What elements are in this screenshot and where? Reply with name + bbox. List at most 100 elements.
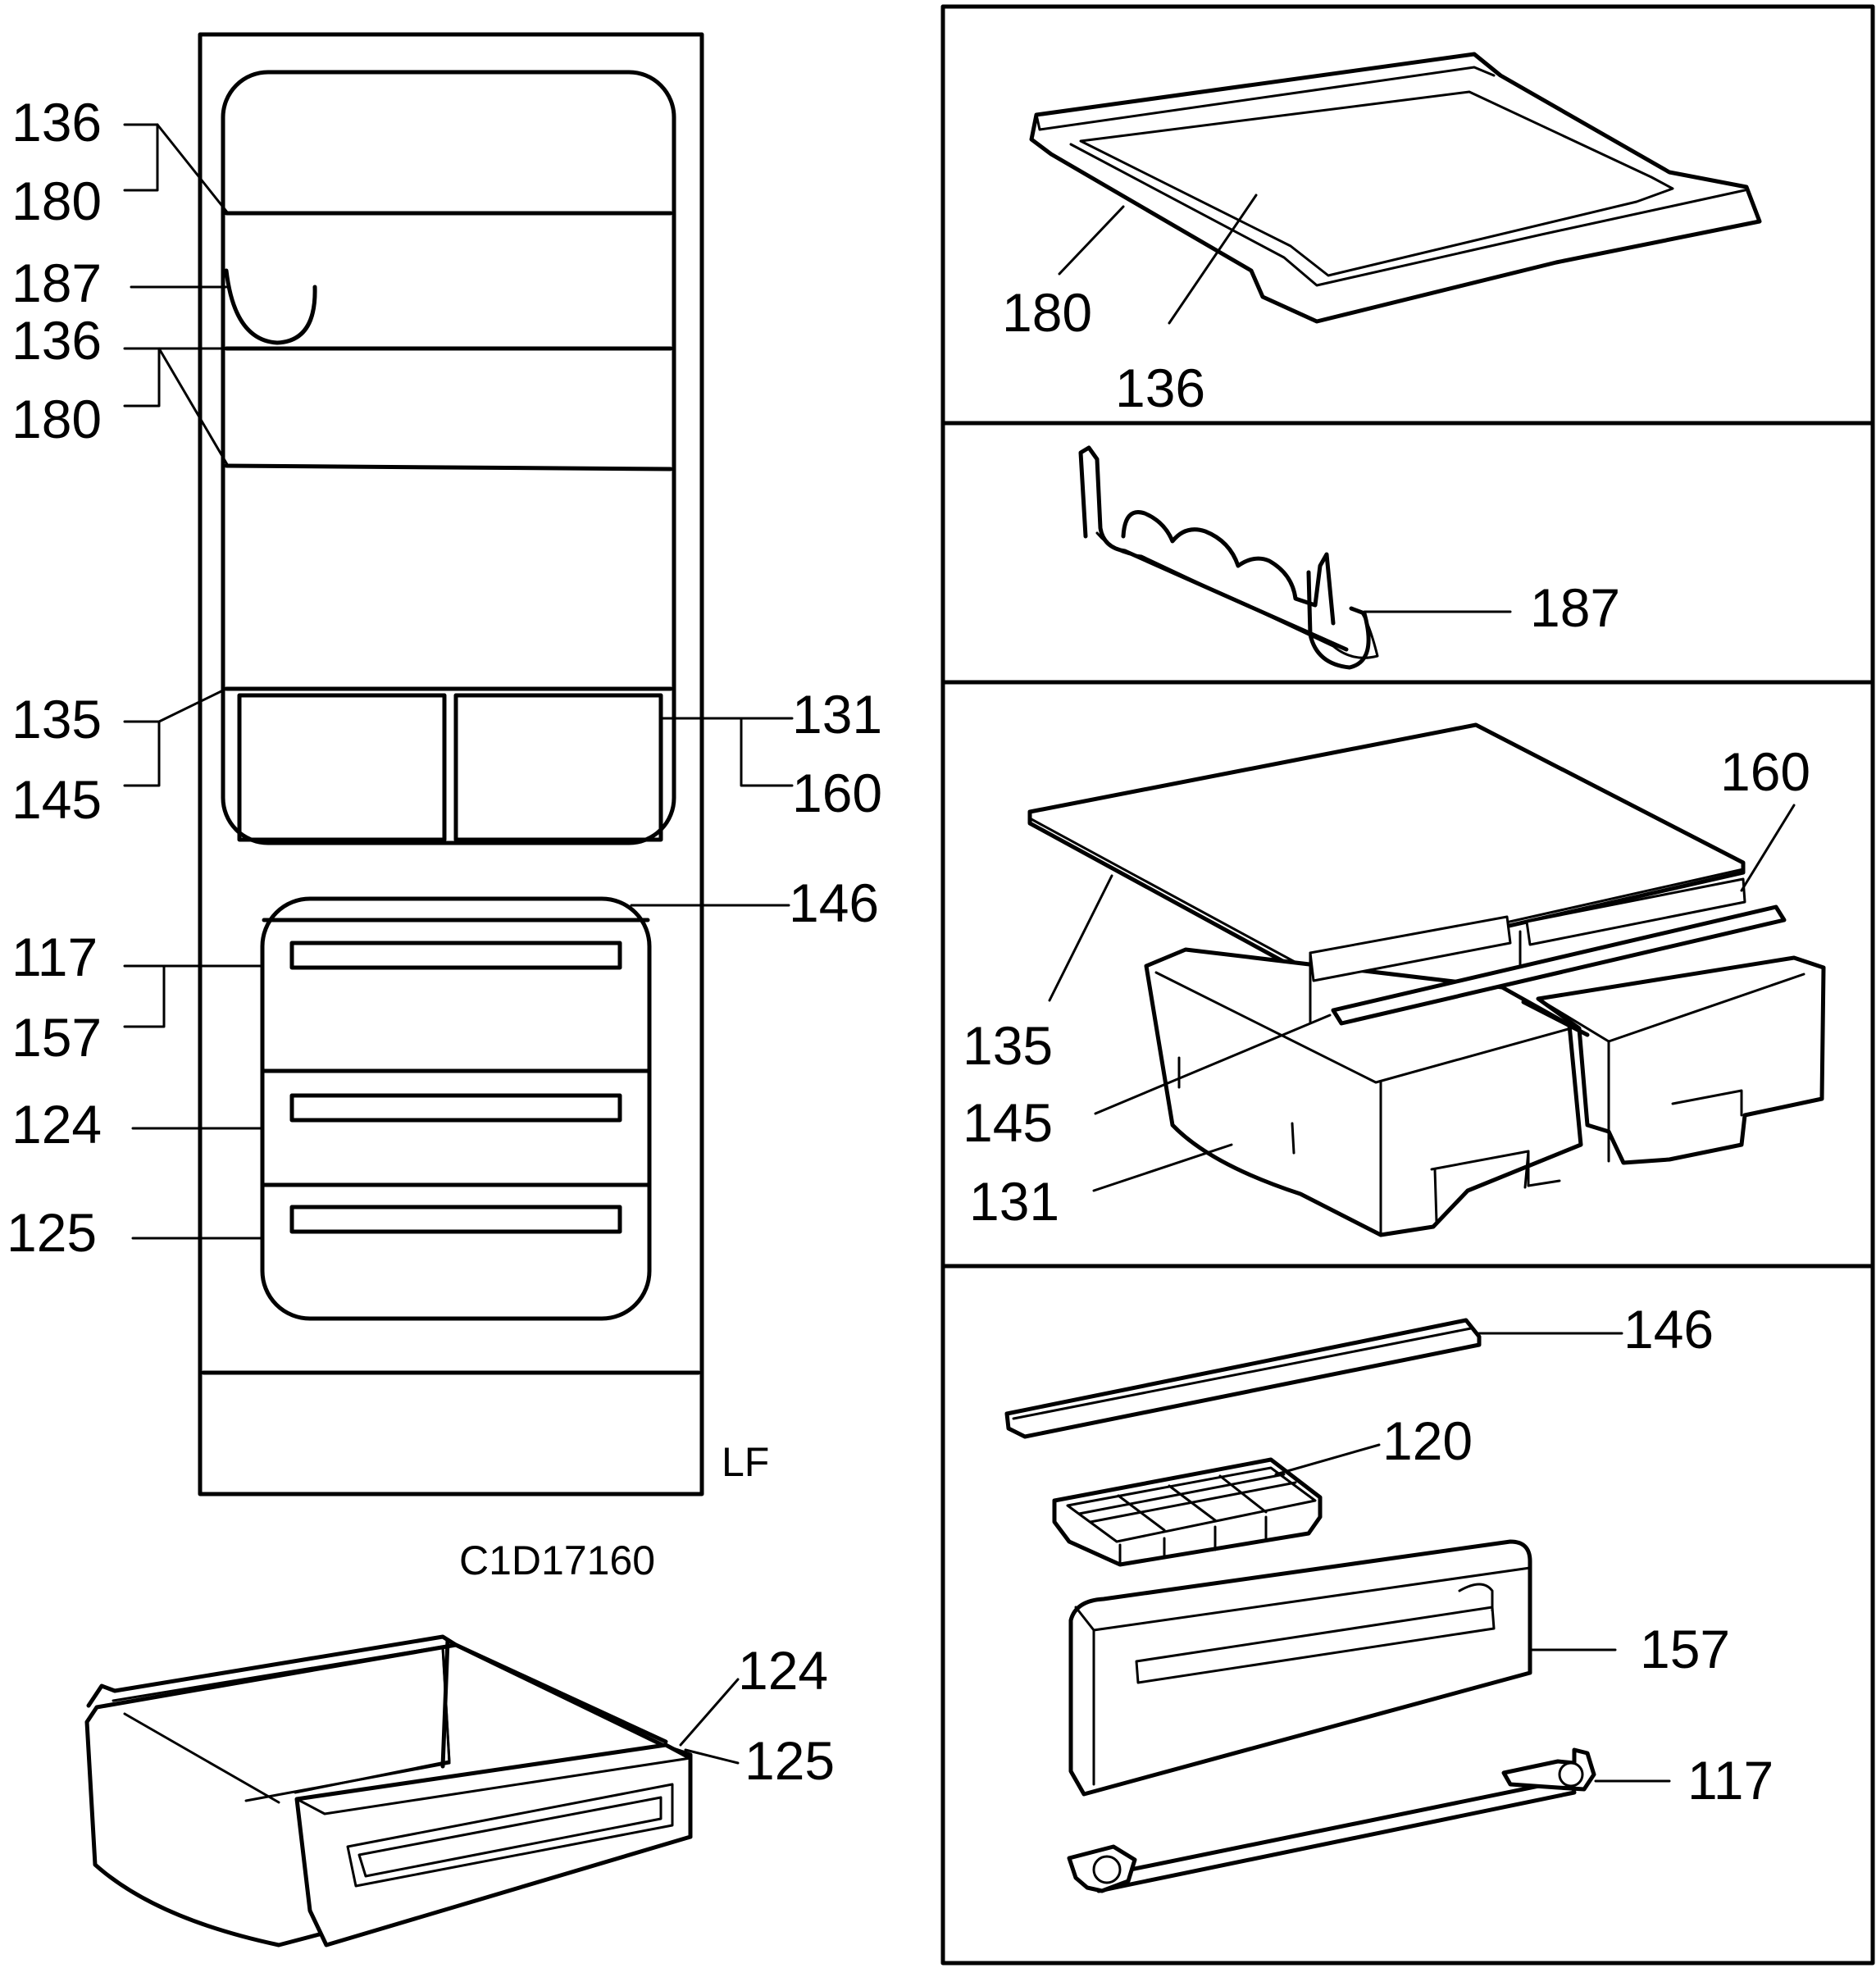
runner-117 (1088, 1777, 1577, 1893)
diagram-code: C1D17160 (459, 1538, 655, 1583)
label-160: 160 (1720, 741, 1810, 802)
panel-bottle-rack: 187 (1078, 445, 1620, 670)
label-146: 146 (789, 872, 879, 933)
cover-edge (1028, 817, 1307, 969)
fresh-food-compartment (221, 70, 676, 845)
trim-strip-edge (1012, 1327, 1473, 1420)
drawer-front-top (1074, 1566, 1532, 1786)
label-180: 180 (1002, 282, 1092, 343)
label-117: 117 (11, 927, 98, 987)
label-120: 120 (1382, 1410, 1473, 1471)
bottle-rack-wave (1121, 510, 1336, 626)
fridge-cabinet (198, 32, 704, 1496)
crisper-drawer-left (237, 693, 447, 842)
label-136: 136 (11, 310, 102, 371)
drawer-rim (86, 1634, 668, 1744)
crisper-drawer-left-notch (1379, 1081, 1561, 1237)
crisper-divider (1309, 915, 1512, 982)
label-124: 124 (11, 1094, 102, 1155)
crisper-shadow (1521, 1000, 1590, 1037)
label-145: 145 (963, 1092, 1053, 1153)
bottle-rack-wire (1078, 445, 1349, 652)
ice-tray-cells (1077, 1473, 1297, 1532)
model-code: LF (722, 1439, 769, 1485)
leader-line (156, 123, 230, 215)
ice-tray-grid (1066, 1466, 1317, 1543)
leader-line (1740, 804, 1796, 892)
leader-line (1058, 205, 1125, 276)
label-157: 157 (1640, 1619, 1730, 1679)
parts-panels (940, 4, 1875, 1966)
label-160: 160 (792, 763, 882, 823)
leader-line (123, 123, 159, 192)
label-124: 124 (738, 1640, 828, 1701)
label-187: 187 (1530, 577, 1620, 638)
drawer-front-157 (1068, 1539, 1532, 1797)
leader-line (679, 1678, 740, 1747)
leader-line (157, 347, 230, 467)
drawer-post (440, 1638, 450, 1769)
label-136: 136 (1115, 358, 1205, 418)
bottle-rack-wire (1095, 531, 1379, 659)
freezer-drawer-handle (289, 941, 622, 970)
label-180: 180 (11, 171, 102, 231)
shelf-glass (1079, 90, 1674, 277)
shelf-back-rail (1035, 66, 1496, 131)
label-125: 125 (7, 1202, 97, 1263)
leader-line (123, 964, 166, 1028)
freezer-drawer-handle (289, 1093, 622, 1123)
label-135: 135 (963, 1015, 1053, 1076)
shelf-line (224, 463, 673, 472)
crisper-drawer-right (453, 693, 663, 842)
drawer-handle-recess (346, 1783, 674, 1888)
crisper-glass-cover (1027, 722, 1746, 975)
label-131: 131 (969, 1171, 1059, 1232)
panel-freezer-parts: 146 120 157 117 (1004, 1299, 1774, 1893)
label-146: 146 (1623, 1299, 1714, 1360)
label-157: 157 (11, 1007, 102, 1068)
label-136: 136 (11, 92, 102, 153)
drawer-handle-recess (357, 1796, 663, 1878)
drawer-front-recess (1135, 1606, 1496, 1684)
drawer-floor-line (244, 1761, 451, 1802)
crisper-drawer-left-top (1154, 971, 1573, 1084)
drawer-front (294, 1742, 693, 1947)
leader-line (1048, 874, 1113, 1002)
leader-line (1168, 194, 1258, 325)
freezer-drawer-detail: 124 125 (84, 1634, 835, 1947)
leader-line (659, 717, 794, 787)
bottle-rack-hook (1306, 570, 1371, 670)
leader-line (123, 720, 161, 787)
runner-wheel (1558, 1761, 1584, 1788)
label-180: 180 (11, 389, 102, 449)
shelf-glass-edge (1069, 143, 1746, 287)
runner-wheel (1092, 1855, 1122, 1884)
fridge-overview: 136 180 187 136 180 135 145 131 160 146 … (7, 32, 882, 1583)
ice-tray-front (1118, 1515, 1268, 1566)
crisper-drawer-left (1144, 947, 1583, 1237)
label-145: 145 (11, 769, 102, 830)
leader-line (1092, 1143, 1233, 1192)
drawer-inner-edge (123, 1712, 280, 1804)
leader-line (684, 1748, 740, 1765)
crisper-drawer-right-notch (1607, 1040, 1743, 1163)
panel-glass-shelf: 180 136 (1002, 52, 1762, 418)
crisper-divider (1525, 877, 1746, 946)
label-187: 187 (11, 253, 102, 313)
crisper-mark (1291, 1122, 1295, 1155)
leader-line (123, 347, 161, 408)
crisper-front-recess (1433, 1150, 1530, 1223)
label-131: 131 (792, 684, 882, 745)
label-135: 135 (11, 689, 102, 749)
leader-line (1274, 1443, 1381, 1476)
bottle-rack-outline (224, 268, 317, 345)
drawer-front-pocket (1458, 1583, 1494, 1612)
panel-crisper: 160 135 145 131 (963, 722, 1826, 1237)
panel-frame (940, 4, 1875, 1966)
label-125: 125 (744, 1730, 835, 1791)
freezer-compartment (260, 896, 652, 1321)
leader-line (157, 687, 228, 723)
freezer-drawer-handle (289, 1205, 622, 1234)
label-117: 117 (1687, 1750, 1774, 1811)
